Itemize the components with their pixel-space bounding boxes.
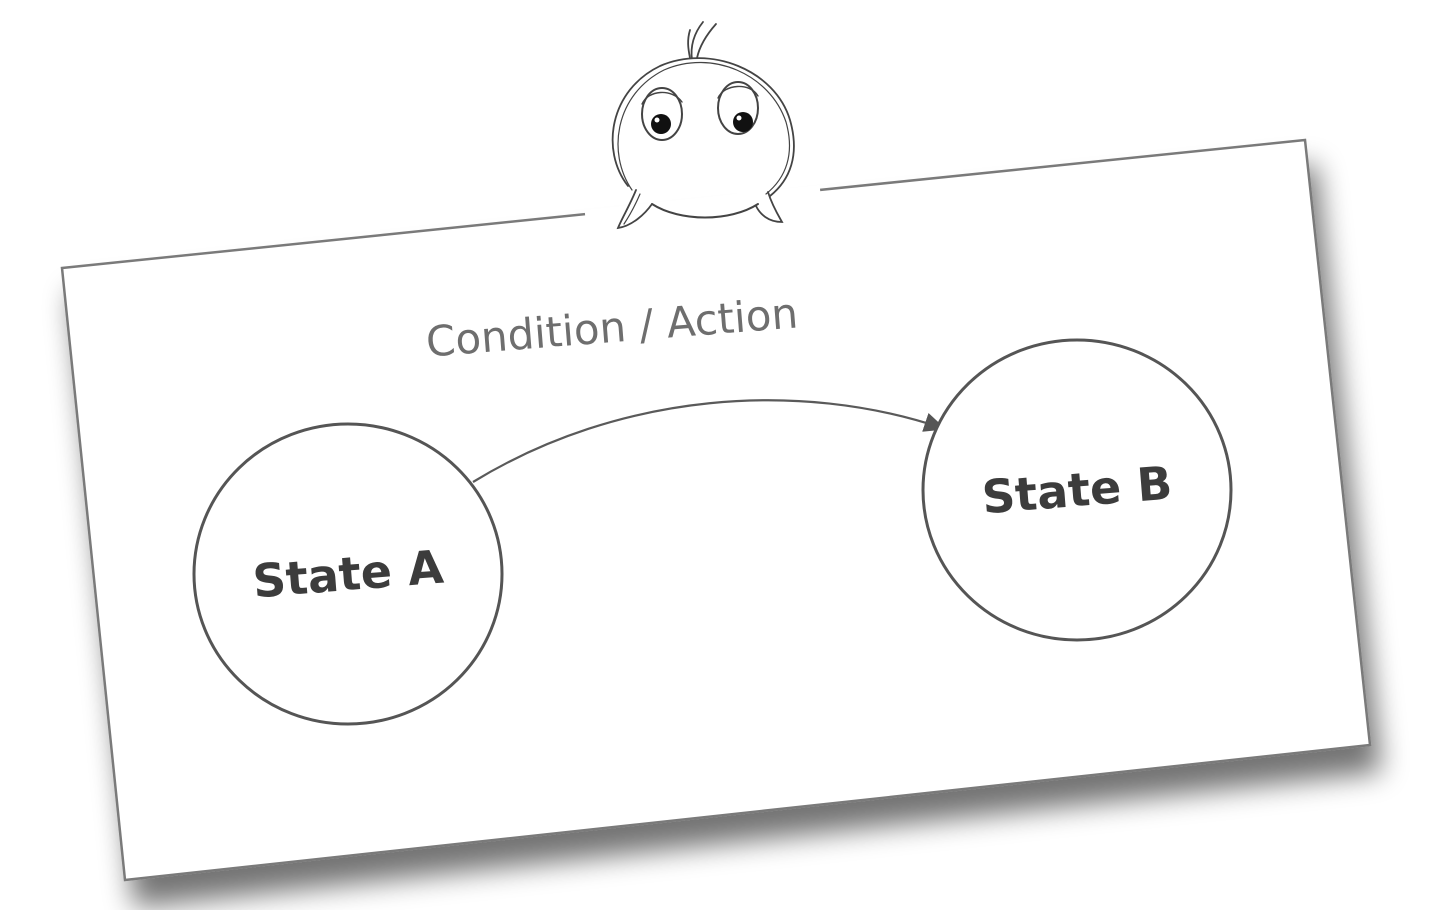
state-a-node: State A	[192, 422, 504, 726]
state-b-node: State B	[921, 338, 1233, 642]
state-a-circle	[192, 422, 504, 726]
mascot-bird-icon	[611, 21, 795, 230]
transition-arrow	[472, 399, 947, 483]
state-b-circle	[921, 338, 1233, 642]
paper-top-gap	[584, 185, 821, 218]
